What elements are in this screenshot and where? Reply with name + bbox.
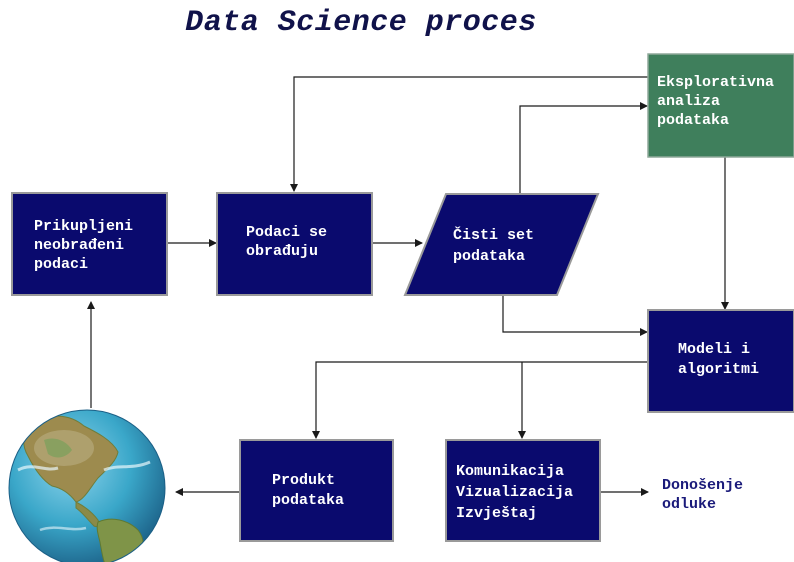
node-data-product-label: Produkt podataka [272, 472, 344, 509]
arrow-clean-to-eda [519, 102, 648, 194]
node-raw-data: Prikupljeni neobrađeni podaci [11, 192, 168, 296]
node-eda: Eksplorativna analiza podataka [647, 53, 794, 158]
node-decision: Donošenje odluke [662, 477, 752, 513]
node-processing: Podaci se obrađuju [216, 192, 373, 296]
diagram-title: Data Science proces [185, 6, 537, 40]
node-decision-label: Donošenje odluke [662, 477, 752, 513]
node-models: Modeli i algoritmi [647, 309, 794, 413]
node-data-product: Produkt podataka [239, 439, 394, 542]
node-clean-set: Čisti set podataka [403, 193, 600, 296]
arrow-models-to-product [312, 361, 648, 439]
node-communication: Komunikacija Vizualizacija Izvještaj [445, 439, 601, 542]
node-processing-label: Podaci se obrađuju [246, 224, 336, 260]
node-clean-set-label: Čisti set podataka [453, 226, 543, 265]
node-raw-data-label: Prikupljeni neobrađeni podaci [34, 218, 142, 273]
connectors [87, 76, 729, 496]
node-eda-label: Eksplorativna analiza podataka [657, 74, 783, 129]
arrow-clean-to-models [502, 294, 648, 336]
node-models-label: Modeli i algoritmi [678, 341, 759, 378]
arrow-eda-to-processing [290, 76, 648, 192]
globe-icon [8, 409, 166, 562]
node-communication-label: Komunikacija Vizualizacija Izvještaj [456, 463, 582, 522]
